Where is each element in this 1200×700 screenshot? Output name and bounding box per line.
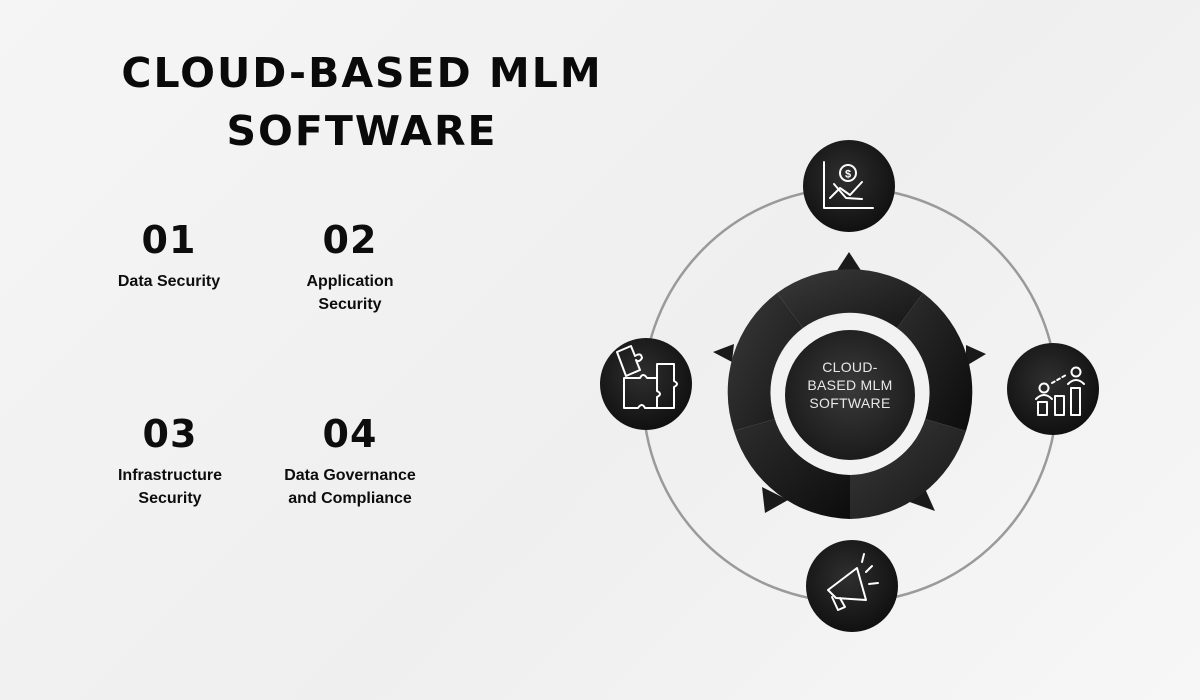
feature-label-line-1: Data Security: [117, 273, 221, 290]
hub-label-line-3: SOFTWARE: [809, 395, 891, 411]
feature-item-data-governance: 04 Data Governance and Compliance: [262, 414, 438, 510]
feature-label: Data Security: [89, 270, 249, 293]
title-line-1: CLOUD-BASED MLM: [121, 49, 603, 97]
feature-label-line-1: Data Governance: [284, 467, 416, 484]
feature-label-line-2: and Compliance: [288, 490, 412, 507]
feature-number: 03: [142, 412, 198, 456]
cycle-arrow-bottom-right: [904, 482, 935, 511]
svg-text:$: $: [845, 169, 851, 181]
feature-label-line-1: Infrastructure: [117, 467, 223, 484]
feature-number: 01: [141, 218, 197, 262]
megaphone-icon: [827, 553, 879, 611]
donut-segment-right: [897, 293, 973, 431]
feature-label: Application Security: [262, 270, 438, 316]
feature-label-line-2: Security: [318, 296, 382, 313]
donut-segment-top: [777, 269, 923, 328]
node-left: [600, 338, 692, 430]
feature-number: 02: [322, 218, 378, 262]
cycle-arrow-top: [836, 252, 862, 272]
donut-segment-bottom-right: [850, 419, 966, 519]
feature-item-application-security: 02 Application Security: [262, 220, 438, 316]
hub-label-line-1: CLOUD-: [822, 359, 878, 375]
hub-circle: [771, 316, 929, 474]
hub-label: CLOUD- BASED MLM SOFTWARE: [790, 358, 910, 412]
feature-label: Infrastructure Security: [90, 464, 250, 510]
feature-item-infrastructure-security: 03 Infrastructure Security: [90, 414, 250, 510]
donut-segment-left: [727, 293, 803, 431]
title-line-2: SOFTWARE: [226, 107, 498, 155]
feature-label: Data Governance and Compliance: [262, 464, 438, 510]
finance-chart-icon: $: [823, 161, 874, 209]
donut-segment-bottom-left: [734, 419, 850, 519]
feature-label-line-1: Application: [306, 273, 394, 290]
cycle-donut: [727, 269, 973, 519]
cycle-arrow-left: [713, 344, 734, 362]
cycle-arrow-right: [966, 345, 986, 366]
node-bottom: [806, 540, 898, 632]
hub-label-line-2: BASED MLM: [807, 377, 893, 393]
feature-number: 04: [322, 412, 378, 456]
node-right: [1007, 343, 1099, 435]
feature-item-data-security: 01 Data Security: [89, 220, 249, 293]
node-top: $: [803, 140, 895, 232]
puzzle-icon: [616, 345, 678, 409]
growth-chart-icon: [1035, 366, 1085, 416]
page-title: CLOUD-BASED MLM SOFTWARE: [62, 44, 662, 160]
cycle-arrow-bottom-left: [762, 487, 788, 513]
feature-label-line-2: Security: [138, 490, 202, 507]
